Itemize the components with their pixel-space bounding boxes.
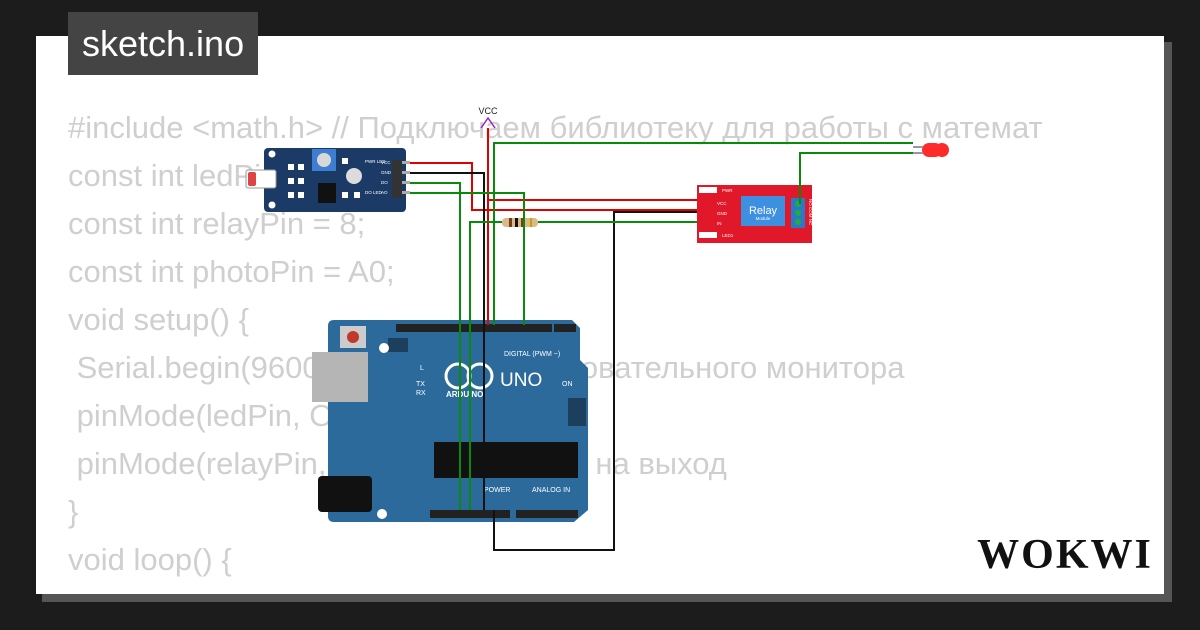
analog-header: [516, 510, 578, 518]
usb-port-icon: [312, 352, 368, 402]
wire-green: [493, 142, 913, 325]
file-tab-title[interactable]: sketch.ino: [68, 12, 259, 75]
mount-hole-icon: [377, 509, 387, 519]
power-jack-icon: [318, 476, 372, 512]
power-header: [430, 510, 510, 518]
relay-pin-label: IN: [717, 221, 722, 226]
pin-header: [392, 160, 402, 198]
digital-header-label: DIGITAL (PWM ~): [504, 351, 560, 358]
led-on-label: ON: [562, 381, 573, 388]
code-line: const int photoPin = A0;: [68, 254, 395, 289]
relay-pin-label: VCC: [717, 201, 727, 206]
sensor-pin-label: AO: [381, 190, 388, 195]
wokwi-logo: WOKWI: [977, 532, 1153, 578]
relay-terminal-label: NO COM NC: [808, 199, 813, 226]
wire-black: [410, 172, 485, 325]
power-header-label: POWER: [484, 487, 510, 494]
photoresistor-module[interactable]: PWR LED DO LED VCC GND DO AO: [245, 148, 410, 212]
led-rx-label: RX: [416, 390, 426, 397]
sensor-pin-label: GND: [381, 170, 392, 175]
vcc-label: VCC: [478, 106, 498, 116]
wokwi-logo-text: WOKWI: [977, 532, 1153, 578]
wire-red: [410, 162, 697, 211]
sensor-pin-label: VCC: [381, 160, 391, 165]
code-line: void setup() {: [68, 302, 249, 337]
wire-green: [469, 221, 502, 510]
code-line: int sensorValue = analogRead(photoPin);: [68, 584, 1132, 594]
relay-body: [741, 196, 785, 226]
relay-title: Relay: [749, 205, 778, 217]
code-line: #include <math.h> // Подключаем библиоте…: [68, 110, 1043, 145]
mount-hole-icon: [268, 150, 276, 158]
microcontroller-chip-icon: [434, 442, 578, 478]
relay-module[interactable]: PWR LED1 VCC GND IN Relay Module NO COM …: [697, 185, 813, 243]
relay-led-label: PWR: [722, 188, 733, 193]
red-led[interactable]: [913, 143, 949, 157]
mount-hole-icon: [379, 343, 389, 353]
wire-green: [799, 152, 913, 204]
chip-icon: [318, 183, 336, 203]
arduino-uno-board[interactable]: DIGITAL (PWM ~) UNO ARDUINO L TX RX ON P…: [312, 320, 588, 522]
sensor-led-label: DO LED: [365, 190, 383, 195]
relay-led-label: LED1: [722, 233, 734, 238]
wire-green: [410, 182, 461, 510]
led-l-label: L: [420, 365, 424, 372]
led-icon: [346, 168, 362, 184]
vcc-arrow-icon: [480, 116, 496, 129]
code-line: }: [68, 494, 79, 529]
relay-pin-label: GND: [717, 211, 728, 216]
wire-black: [493, 211, 697, 551]
photoresistor-icon: [248, 172, 256, 186]
vcc-symbol: VCC: [478, 106, 498, 129]
preview-card: #include <math.h> // Подключаем библиоте…: [36, 36, 1164, 594]
sensor-pin-label: DO: [381, 180, 388, 185]
wires: [410, 128, 913, 551]
wire-green: [410, 192, 525, 325]
digital-header: [396, 324, 552, 332]
board-model: UNO: [500, 370, 542, 391]
code-line: void loop() {: [68, 542, 232, 577]
sensor-led-label: PWR LED: [365, 159, 386, 164]
mount-hole-icon: [268, 201, 276, 209]
relay-led1-icon: [699, 232, 717, 238]
digital-header: [554, 324, 576, 332]
resistor[interactable]: [502, 218, 538, 227]
relay-pwr-led-icon: [699, 187, 717, 193]
analog-header-label: ANALOG IN: [532, 487, 570, 494]
board-brand: ARDUINO: [446, 390, 483, 399]
relay-subtitle: Module: [756, 216, 771, 221]
led-tx-label: TX: [416, 381, 425, 388]
